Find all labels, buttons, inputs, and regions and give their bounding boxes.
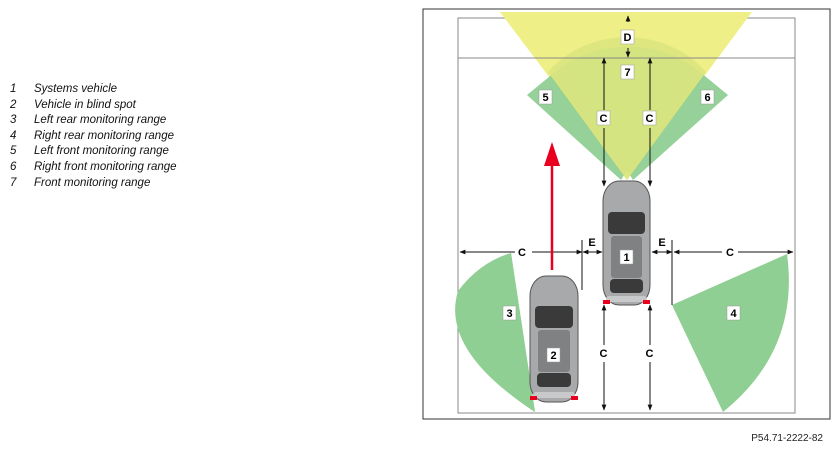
front-range-overlap: [548, 37, 706, 180]
label-c-side-right: C: [726, 247, 734, 259]
systems-vehicle: [602, 180, 651, 306]
label-e-left: E: [588, 237, 595, 249]
label-c-side-left: C: [518, 247, 526, 259]
label-d: D: [624, 32, 632, 44]
label-zone-2: 2: [550, 350, 556, 362]
label-e-right: E: [658, 237, 665, 249]
label-c-rear-left: C: [600, 348, 608, 360]
label-zone-3: 3: [506, 308, 512, 320]
blind-spot-vehicle: [529, 275, 579, 403]
figure-code: P54.71-2222-82: [751, 433, 823, 444]
label-zone-7: 7: [624, 67, 630, 79]
left-rear-range-body: [457, 253, 535, 412]
right-rear-monitoring-range: [672, 254, 789, 412]
label-c-front-right: C: [646, 113, 654, 125]
label-zone-1: 1: [623, 252, 629, 264]
zone-labels: D 7 5 6 C C C C E E 1 2 3 4 C C: [502, 29, 741, 363]
direction-arrow: [544, 142, 560, 270]
label-zone-6: 6: [704, 92, 710, 104]
label-c-front-left: C: [600, 113, 608, 125]
label-zone-5: 5: [542, 92, 548, 104]
label-c-rear-right: C: [646, 348, 654, 360]
label-zone-4: 4: [730, 308, 737, 320]
